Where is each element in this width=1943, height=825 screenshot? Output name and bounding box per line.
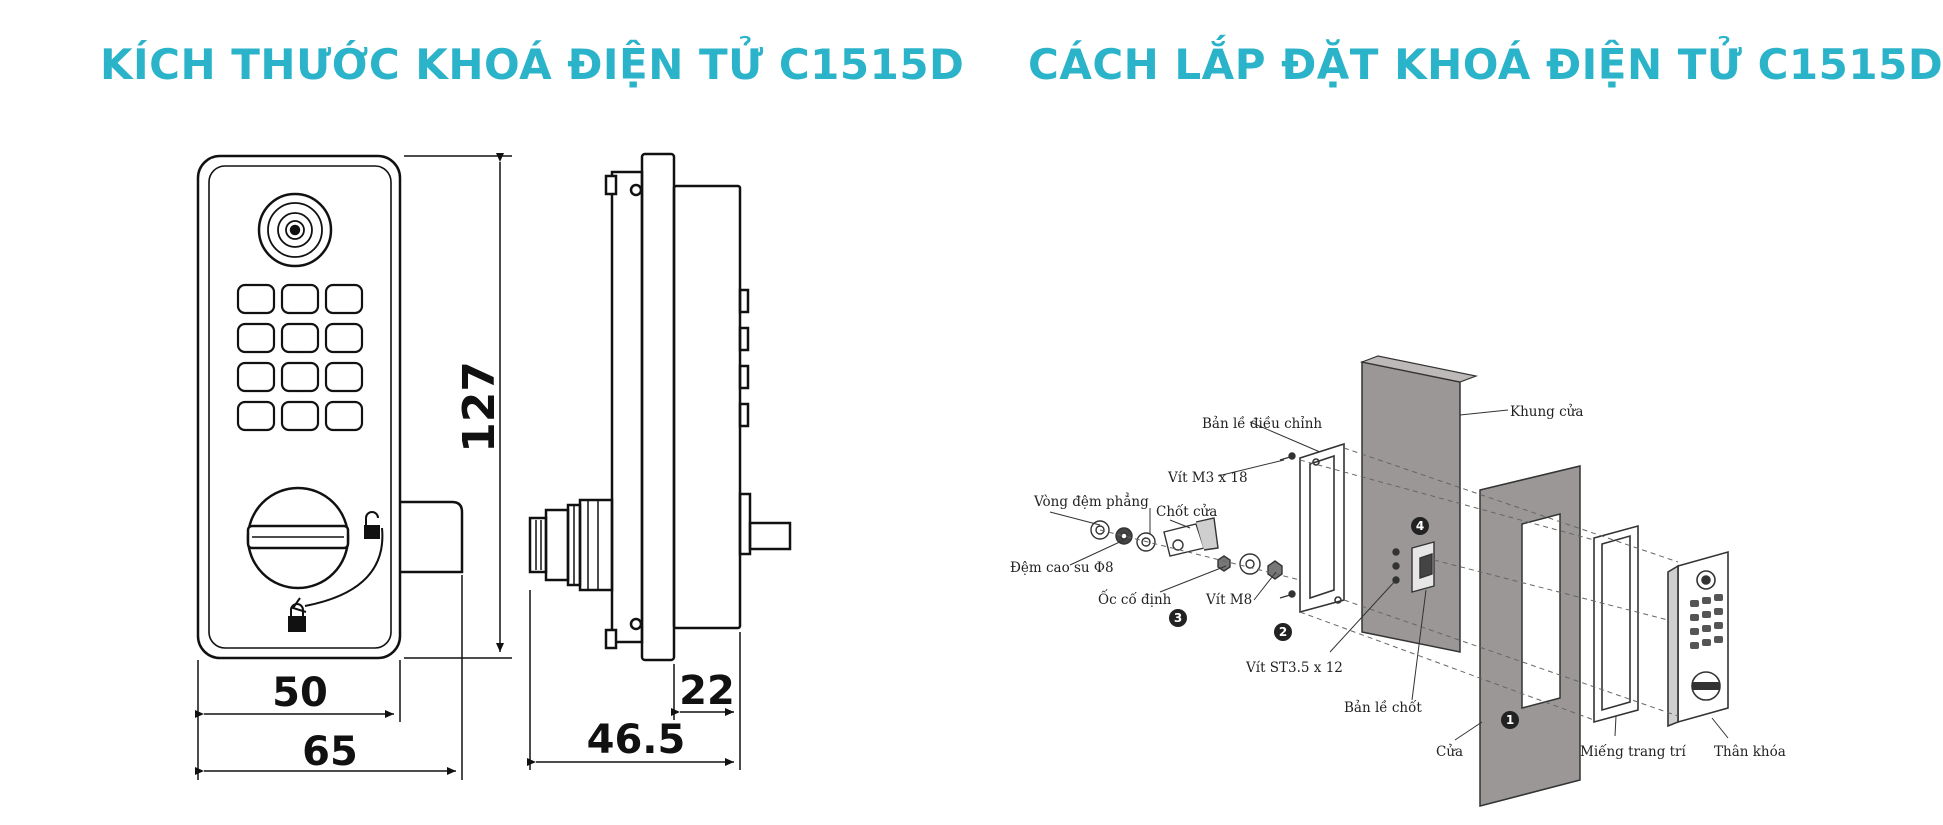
label-flat-washer: Vòng đệm phẳng xyxy=(1033,493,1149,510)
step-2: 2 xyxy=(1279,625,1287,639)
label-screw-st: Vít ST3.5 x 12 xyxy=(1245,660,1343,676)
rotary-knob xyxy=(246,486,350,590)
step-markers: 1 2 3 4 xyxy=(1169,517,1519,729)
dimension-width-inner-label: 50 xyxy=(272,670,328,716)
lock-side-view xyxy=(528,152,792,662)
decor-piece xyxy=(1593,524,1639,724)
lens-icon xyxy=(257,192,333,268)
installation-title: CÁCH LẮP ĐẶT KHOÁ ĐIỆN TỬ C1515D xyxy=(1028,40,1943,89)
door-frame xyxy=(1359,355,1479,653)
label-door: Cửa xyxy=(1436,744,1463,760)
latch-hinge xyxy=(1392,541,1435,593)
dimension-width-outer-label: 65 xyxy=(302,729,358,775)
dimension-depth-label: 46.5 xyxy=(587,717,686,763)
dimensions-title: KÍCH THƯỚC KHOÁ ĐIỆN TỬ C1515D xyxy=(100,40,965,89)
lock-front-view xyxy=(196,154,464,660)
label-door-latch: Chốt cửa xyxy=(1156,504,1217,520)
dimension-depth xyxy=(527,590,741,770)
label-adjustable-hinge: Bản lề điều chỉnh xyxy=(1202,416,1322,432)
dimension-height-label: 127 xyxy=(454,361,505,453)
leader-lines xyxy=(1049,409,1729,741)
label-latch-hinge: Bản lề chốt xyxy=(1344,700,1422,716)
label-screw-m8: Vít M8 xyxy=(1205,592,1252,608)
unlocked-padlock-icon xyxy=(364,511,380,539)
cylinder xyxy=(528,498,614,592)
dimension-height xyxy=(404,153,512,659)
label-fixing-nut: Ốc cố định xyxy=(1098,590,1172,608)
adjustable-hinge xyxy=(1299,442,1345,614)
keypad xyxy=(236,283,364,432)
step-4: 4 xyxy=(1416,519,1424,533)
dimension-width xyxy=(195,575,463,780)
label-decor-piece: Miếng trang trí xyxy=(1580,744,1687,760)
label-screw-m3: Vít M3 x 18 xyxy=(1167,470,1248,486)
door xyxy=(1479,465,1581,807)
step-3: 3 xyxy=(1174,611,1182,625)
dimension-plate-label: 22 xyxy=(679,668,735,714)
lock-body xyxy=(1667,550,1729,728)
alignment-lines xyxy=(1099,447,1679,721)
step-1: 1 xyxy=(1506,713,1514,727)
label-lock-body: Thân khóa xyxy=(1714,744,1786,760)
label-rubber-pad: Đệm cao su Φ8 xyxy=(1010,560,1114,576)
label-door-frame: Khung cửa xyxy=(1510,404,1583,420)
locked-padlock-icon xyxy=(288,603,306,632)
